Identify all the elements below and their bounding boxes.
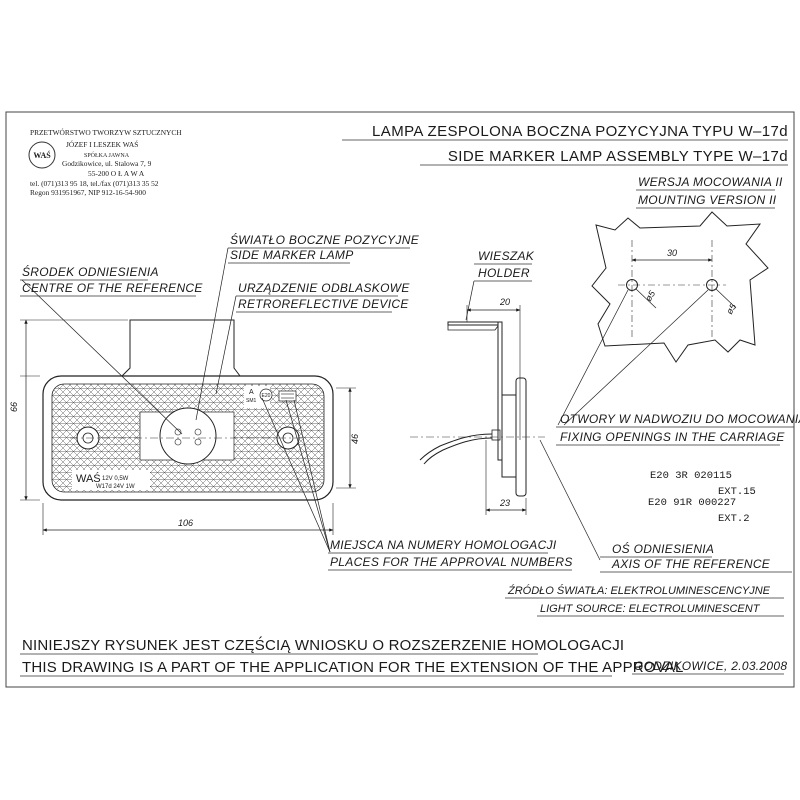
company-line-4: Godzikowice, ul. Stalowa 7, 9 [62, 159, 152, 168]
lamp-rating-1: 12V 0,5W [102, 476, 129, 482]
dim-holder-20: 20 [499, 297, 510, 307]
place-date: GODZIKOWICE, 2.03.2008 [634, 659, 787, 673]
retro-label-polish: URZĄDZENIE ODBLASKOWE [238, 281, 410, 295]
approval-line-2: EXT.15 [718, 486, 756, 498]
fixing-label-polish: OTWORY W NADWOZIU DO MOCOWANIA [560, 412, 800, 426]
dim-width-106: 106 [178, 518, 193, 528]
company-line-2: JÓZEF I LESZEK WAŚ [66, 139, 138, 149]
approval-places-english: PLACES FOR THE APPROVAL NUMBERS [330, 555, 573, 569]
company-line-6: tel. (071)313 95 18, tel./fax (071)313 3… [30, 179, 159, 188]
light-source-polish: ŹRÓDŁO ŚWIATŁA: ELEKTROLUMINESCENCYJNE [507, 584, 771, 597]
fixing-label-english: FIXING OPENINGS IN THE CARRIAGE [560, 430, 785, 444]
footer: NINIEJSZY RYSUNEK JEST CZĘŚCIĄ WNIOSKU O… [20, 636, 787, 677]
fixing-hole-right [706, 279, 718, 291]
dim-hole-spacing: 30 [667, 248, 677, 258]
svg-text:WAŚ: WAŚ [33, 150, 51, 160]
dim-depth-23: 23 [499, 498, 510, 508]
dim-height-66: 66 [9, 402, 19, 412]
centre-label-polish: ŚRODEK ODNIESIENIA [22, 264, 159, 279]
mounting-plate-view: 30 ø5 ø5 [591, 211, 769, 363]
company-block: PRZETWÓRSTWO TWORZYW SZTUCZNYCH JÓZEF I … [28, 127, 182, 197]
sheet-border [5, 111, 795, 688]
dim-hole-right: ø5 [724, 301, 739, 316]
approval-line-4: EXT.2 [718, 513, 750, 525]
mark-e20: E20 [262, 393, 271, 399]
light-source-english: LIGHT SOURCE: ELECTROLUMINESCENT [540, 603, 761, 615]
company-line-5: 55-200 O Ł A W A [88, 169, 145, 178]
marker-lamp-lens [159, 407, 217, 465]
drawing-title: LAMPA ZESPOLONA BOCZNA POZYCYJNA TYPU W–… [342, 123, 788, 166]
lamp-brand: WAŚ [76, 472, 101, 485]
approval-line-1: E20 3R 020115 [650, 470, 732, 482]
mounting-label-polish: WERSJA MOCOWANIA II [638, 175, 783, 189]
mounting-label-english: MOUNTING VERSION II [638, 193, 777, 207]
company-line-1: PRZETWÓRSTWO TWORZYW SZTUCZNYCH [30, 127, 182, 137]
front-view-lamp: A A SM1 E20 WAŚ 12V 0,5W W17d 24V 1W 66 … [9, 319, 360, 535]
axis-label-polish: OŚ ODNIESIENIA [612, 541, 714, 556]
mark-sm1: SM1 [246, 398, 257, 404]
lamp-body-outline [42, 375, 334, 501]
title-polish: LAMPA ZESPOLONA BOCZNA POZYCYJNA TYPU W–… [372, 123, 788, 140]
company-line-3: SPÓŁKA JAWNA [84, 151, 130, 159]
light-label-english: SIDE MARKER LAMP [230, 248, 354, 262]
lamp-rating-2: W17d 24V 1W [96, 484, 135, 490]
company-logo: WAŚ [28, 141, 56, 169]
footer-english: THIS DRAWING IS A PART OF THE APPLICATIO… [22, 659, 684, 676]
holder-label-english: HOLDER [478, 266, 530, 280]
light-label-polish: ŚWIATŁO BOCZNE POZYCYJNE [230, 232, 420, 247]
approval-numbers: E20 3R 020115 EXT.15 E20 91R 000227 EXT.… [648, 470, 756, 525]
company-line-7: Regon 931951967, NIP 912-16-54-900 [30, 188, 146, 197]
mark-a: A [249, 389, 254, 396]
approval-places-polish: MIEJSCA NA NUMERY HOMOLOGACJI [330, 538, 557, 552]
dim-hole-left: ø5 [643, 288, 658, 303]
title-english: SIDE MARKER LAMP ASSEMBLY TYPE W–17d [448, 148, 788, 165]
dim-height-46: 46 [350, 434, 360, 444]
approval-line-3: E20 91R 000227 [648, 497, 736, 509]
footer-polish: NINIEJSZY RYSUNEK JEST CZĘŚCIĄ WNIOSKU O… [22, 636, 624, 654]
retro-label-english: RETROREFLECTIVE DEVICE [238, 297, 409, 311]
side-view: WIESZAK HOLDER 20 23 [410, 249, 545, 515]
fixing-hole-left [626, 279, 638, 291]
holder-label-polish: WIESZAK [478, 249, 535, 263]
centre-label-english: CENTRE OF THE REFERENCE [22, 281, 203, 295]
axis-label-english: AXIS OF THE REFERENCE [611, 557, 771, 571]
